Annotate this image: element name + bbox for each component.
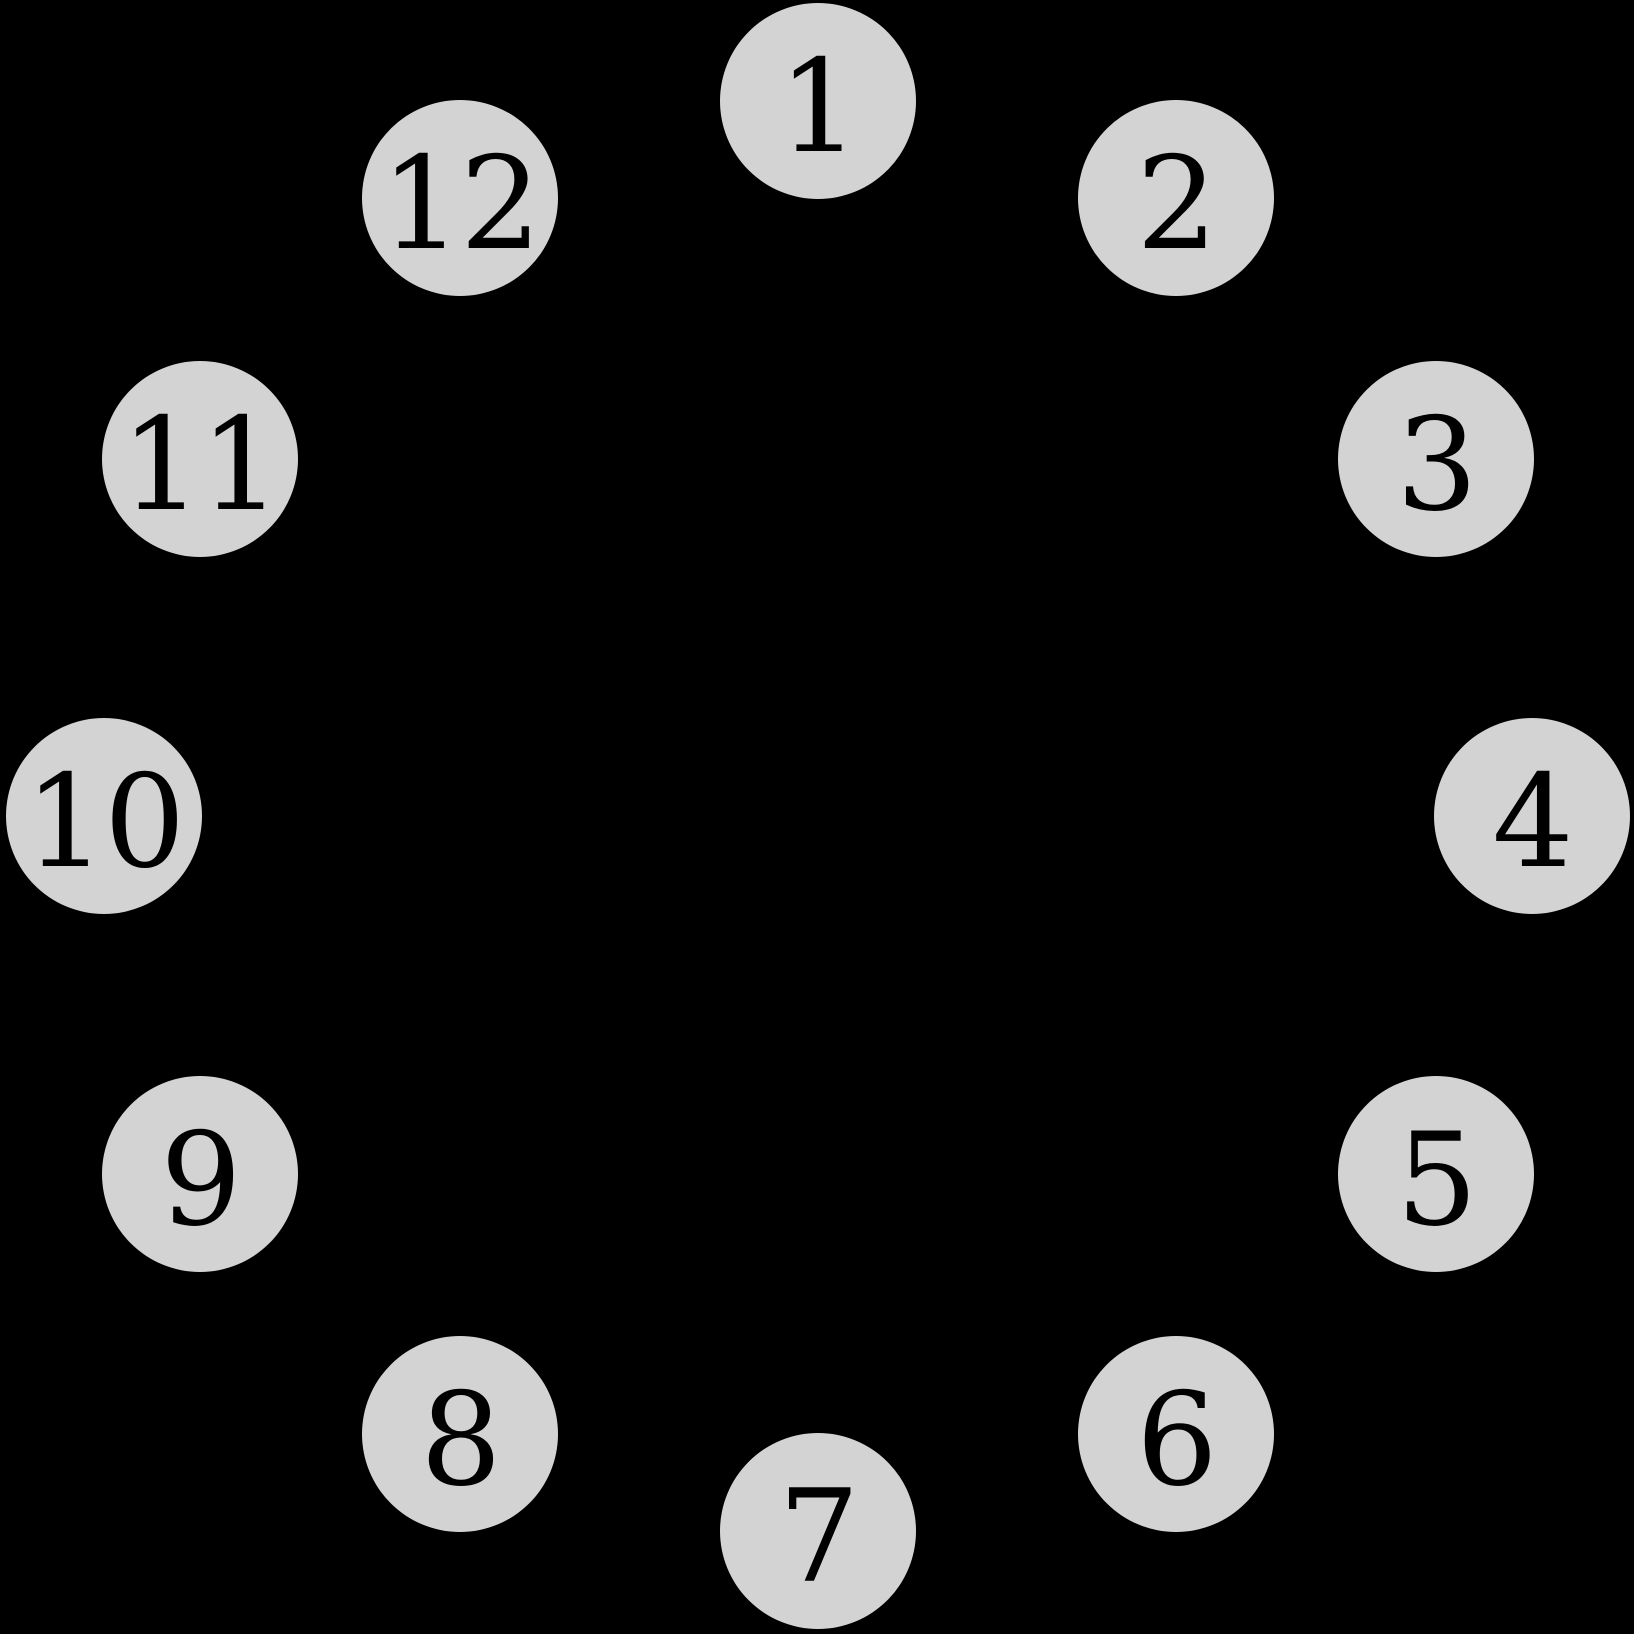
- graph-node-7: 7: [720, 1433, 916, 1629]
- graph-node-label: 11: [120, 391, 282, 541]
- graph-node-label: 2: [1136, 130, 1217, 280]
- graph-node-label: 12: [380, 130, 542, 280]
- graph-node-10: 10: [6, 718, 202, 914]
- graph-node-3: 3: [1338, 361, 1534, 557]
- graph-node-1: 1: [720, 3, 916, 199]
- graph-node-2: 2: [1078, 100, 1274, 296]
- graph-node-label: 1: [778, 33, 859, 183]
- graph-node-label: 8: [420, 1366, 501, 1516]
- graph-node-label: 7: [778, 1463, 859, 1613]
- graph-node-label: 9: [160, 1106, 241, 1256]
- graph-node-4: 4: [1434, 718, 1630, 914]
- graph-node-label: 3: [1396, 391, 1477, 541]
- graph-node-label: 5: [1396, 1106, 1477, 1256]
- graph-node-5: 5: [1338, 1076, 1534, 1272]
- graph-node-12: 12: [362, 100, 558, 296]
- graph-node-label: 6: [1136, 1366, 1217, 1516]
- graph-node-label: 10: [24, 748, 186, 898]
- graph-node-8: 8: [362, 1336, 558, 1532]
- graph-node-6: 6: [1078, 1336, 1274, 1532]
- graph-node-9: 9: [102, 1076, 298, 1272]
- graph-node-label: 4: [1492, 748, 1573, 898]
- graph-node-11: 11: [102, 361, 298, 557]
